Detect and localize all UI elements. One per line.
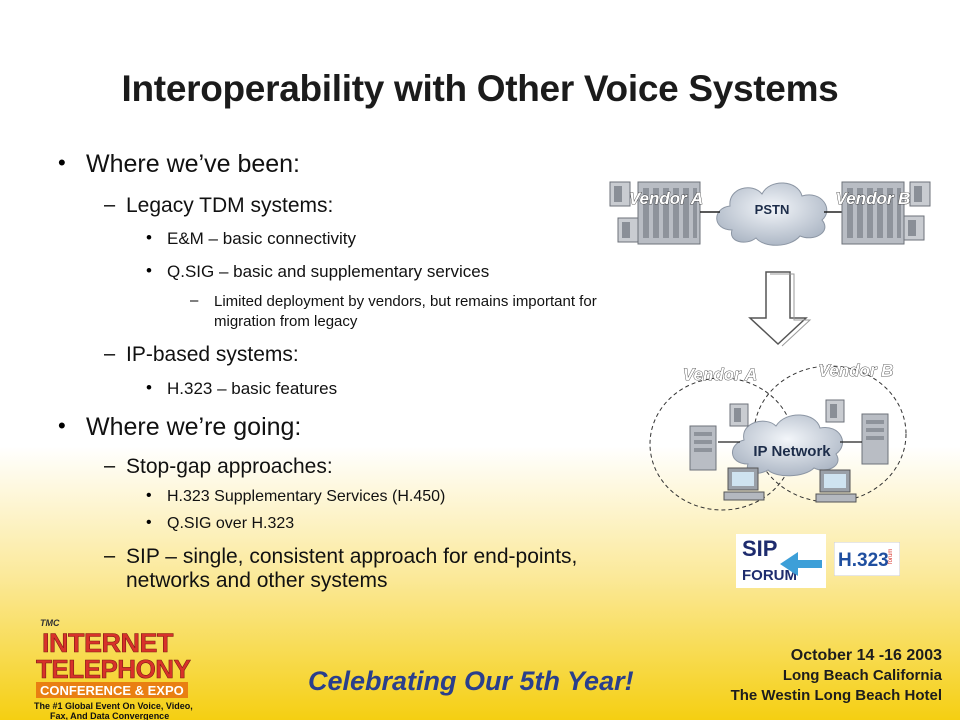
tmc-logo-text: TMC [40,618,60,628]
bullet-where-were-going: Where we’re going: [86,413,302,441]
phone-icon [903,215,925,241]
conference-logo-text: CONFERENCE & EXPO [40,683,184,698]
bullet-dot: • [146,261,152,280]
sip-logo-text: SIP [742,536,777,561]
bullet-dot: • [146,228,152,247]
pstn-label: PSTN [755,202,790,217]
bullet-dot: • [58,413,66,438]
h323-forum-logo: H.323 forum [834,542,900,576]
tagline-line-1: The #1 Global Event On Voice, Video, [34,701,193,711]
event-hotel: The Westin Long Beach Hotel [731,687,942,704]
phone-icon [729,403,749,427]
down-arrow-icon [748,271,808,346]
dash-marker: – [104,455,116,477]
server-icon [689,425,717,471]
pbx-vendor-b-icon [841,181,905,245]
internet-logo-text: INTERNET [42,628,174,658]
computer-icon [815,469,857,503]
tagline-line-2: Fax, And Data Convergence [50,711,169,720]
slide-title: Interoperability with Other Voice System… [121,68,839,109]
computer-icon [723,467,765,501]
bullet-limited-deployment: Limited deployment by vendors, but remai… [214,293,597,330]
ip-network-label: IP Network [753,443,831,460]
bullet-dot: • [146,487,152,504]
bullet-qsig-over-h323: Q.SIG over H.323 [167,515,295,532]
event-dates: October 14 -16 2003 [791,647,942,664]
bullet-h450: H.323 Supplementary Services (H.450) [167,488,446,505]
phone-icon [609,181,631,207]
forum-logo-text: FORUM [742,567,797,584]
pstn-cloud-icon [716,182,828,246]
dash-marker: – [104,545,116,567]
bullet-em: E&M – basic connectivity [167,229,356,248]
h323-forum-small-text: forum [888,549,894,564]
conference-strip [36,682,188,698]
bullet-h323-basic: H.323 – basic features [167,379,338,398]
conference-banner: TMC INTERNET TELEPHONY CONFERENCE & EXPO… [34,618,943,720]
bullet-dot: • [146,378,152,397]
server-icon [861,413,889,465]
ip-network-cloud-icon [732,414,843,477]
bullet-dot: • [146,514,152,531]
pbx-vendor-a-icon [637,181,701,245]
phone-icon [909,181,931,207]
bullet-stop-gap: Stop-gap approaches: [126,455,333,478]
dash-marker: – [190,292,199,309]
dash-marker: – [104,194,116,216]
bullet-dot: • [58,150,66,175]
telephony-logo-text: TELEPHONY [36,654,191,684]
interop-diagram: Vendor A PSTN Vendor B Vendor A Vendor B… [609,181,931,511]
h323-logo-text: H.323 [838,550,889,571]
celebrating-text: Celebrating Our 5th Year! [308,666,634,696]
bullet-sip: SIP – single, consistent approach for en… [126,545,578,592]
dash-marker: – [104,343,116,365]
vendor-b-label: Vendor B [819,361,894,380]
bullet-legacy-tdm: Legacy TDM systems: [126,194,334,217]
bullet-ip-based: IP-based systems: [126,343,299,366]
arrow-left-icon [780,552,822,576]
bullet-qsig: Q.SIG – basic and supplementary services [167,262,490,281]
event-city: Long Beach California [783,667,943,684]
vendor-a-label-top: Vendor A [629,189,703,208]
arrow-shadow [770,273,812,347]
phone-icon [825,399,845,423]
vendor-a-label: Vendor A [683,365,757,384]
bullet-where-weve-been: Where we’ve been: [86,150,301,178]
vendor-b-label-top: Vendor B [836,189,911,208]
sip-forum-logo: SIP FORUM [736,534,826,588]
phone-icon [617,217,639,243]
